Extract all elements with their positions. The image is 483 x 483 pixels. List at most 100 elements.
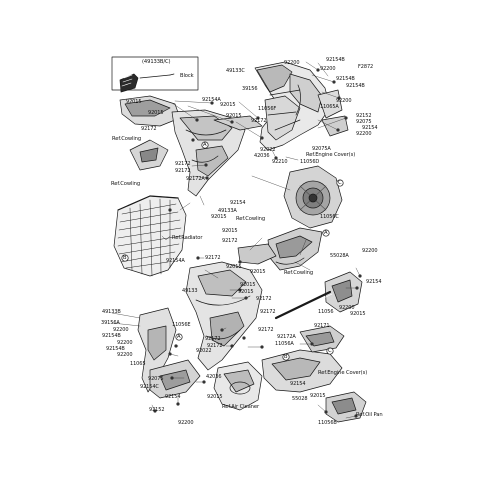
part-label: 92152	[149, 407, 165, 413]
part-label: 92015	[211, 214, 227, 220]
part-label: 42036	[254, 153, 270, 159]
part-label: 11056D	[300, 159, 320, 165]
upper-left-panels	[119, 95, 263, 197]
part-label: 92154B	[326, 57, 345, 63]
part-label: 92154	[165, 394, 181, 400]
mid-right-cowling	[267, 227, 323, 271]
part-label: 92015	[148, 110, 164, 116]
part-label: 92015	[238, 289, 254, 295]
part-label: 92015	[226, 113, 242, 119]
ref-label: Ref.Engine Cover(s)	[318, 370, 368, 376]
part-label: 92200	[178, 420, 194, 426]
part-label: 92015	[222, 228, 238, 234]
part-label: 92200	[117, 352, 133, 358]
callout-markers	[121, 141, 344, 361]
part-label: 92200	[284, 60, 300, 66]
callout-letter-c-2: C	[328, 348, 332, 354]
ref-label: Ref.Engine Cover(s)	[306, 152, 356, 158]
part-label: 92172	[205, 336, 221, 342]
part-label: 92172	[205, 255, 221, 261]
part-label: 49133	[182, 288, 198, 294]
ref-label: Ref.Cowling	[111, 181, 141, 187]
ref-label: Ref.Cowling	[284, 270, 314, 276]
lower-right-panels	[261, 325, 345, 393]
part-label: 92015	[220, 102, 236, 108]
part-label: 92015	[226, 264, 242, 270]
part-label: 49133A	[218, 208, 237, 214]
leader-lines	[111, 61, 361, 419]
part-label: 92154A	[166, 258, 185, 264]
part-label: 92200	[356, 131, 372, 137]
part-label: 92015	[350, 311, 366, 317]
part-label: 92022	[196, 348, 212, 354]
ref-label: Ref.Radiator	[172, 235, 203, 241]
ref-label: Ref.Cowling	[236, 216, 266, 222]
part-label: 11056C	[320, 214, 339, 220]
part-label: 92200	[320, 66, 336, 72]
part-label: 92154B	[336, 76, 355, 82]
callout-letter-a: A	[203, 142, 207, 148]
diagram-code: F2872	[358, 64, 374, 70]
part-label: 39156	[242, 86, 258, 92]
air-duct	[213, 361, 263, 411]
part-label: 92154B	[106, 346, 125, 352]
part-label: 92075	[148, 376, 164, 382]
block-tag: (49133B/C)	[142, 59, 171, 65]
ref-label: Ref.Cowling	[112, 136, 142, 142]
callout-letter-b-2: B	[284, 354, 288, 360]
part-label: 11056A	[275, 341, 294, 347]
part-label: 11065	[130, 361, 146, 367]
part-label: 92015	[126, 99, 142, 105]
ref-label: Ref.Oil Pan	[356, 412, 383, 418]
part-label: 92075	[356, 119, 372, 125]
part-label: 11056F	[258, 106, 277, 112]
ref-label: Ref.Air Cleaner	[222, 404, 259, 410]
part-label: 92200	[336, 98, 352, 104]
part-label: 92200	[113, 327, 129, 333]
part-label: 92015	[250, 269, 266, 275]
part-label: 92154A	[202, 97, 221, 103]
callout-letter-b: B	[123, 255, 127, 261]
part-label: 92172	[256, 296, 272, 302]
part-label: 49133C	[226, 68, 245, 74]
part-label: 92210	[272, 159, 288, 165]
part-label: 92172	[207, 343, 223, 349]
part-label: 92154B	[346, 83, 365, 89]
part-label: 92015	[240, 282, 256, 288]
engine-cover	[283, 165, 343, 229]
callout-letter-a-3: A	[177, 334, 181, 340]
part-label: 92152	[356, 113, 372, 119]
part-label: 92154	[290, 381, 306, 387]
radiator-grille	[113, 195, 187, 277]
part-label: 11065A	[320, 104, 339, 110]
part-label: 55028A	[330, 253, 349, 259]
part-label: 92154	[366, 279, 382, 285]
part-label: 92015	[207, 394, 223, 400]
part-label: 92154	[362, 125, 378, 131]
part-label: 92154	[230, 200, 246, 206]
part-label: 92172	[175, 161, 191, 167]
part-label: 92172	[222, 238, 238, 244]
part-label: 92200	[362, 248, 378, 254]
part-label: 92200	[117, 340, 133, 346]
part-label: 92154B	[102, 333, 121, 339]
part-label: 92171	[314, 323, 330, 329]
part-label: 11056E	[172, 322, 191, 328]
left-bracket	[129, 139, 169, 171]
block-label: Block	[180, 73, 194, 79]
side-fairing-left	[185, 243, 277, 371]
part-label: 39156A	[101, 320, 120, 326]
part-label: 92200	[339, 305, 355, 311]
part-label: 92015	[310, 393, 326, 399]
right-bracket	[274, 271, 363, 321]
part-label: 92075A	[312, 146, 331, 152]
part-label: 92172	[258, 327, 274, 333]
lower-left-panels	[137, 307, 201, 399]
part-label: 55028	[292, 396, 308, 402]
callout-letter-a-2: A	[324, 230, 328, 236]
part-label: 92022	[260, 147, 276, 153]
part-label: 49133B	[102, 309, 121, 315]
part-label: 92172	[175, 168, 191, 174]
